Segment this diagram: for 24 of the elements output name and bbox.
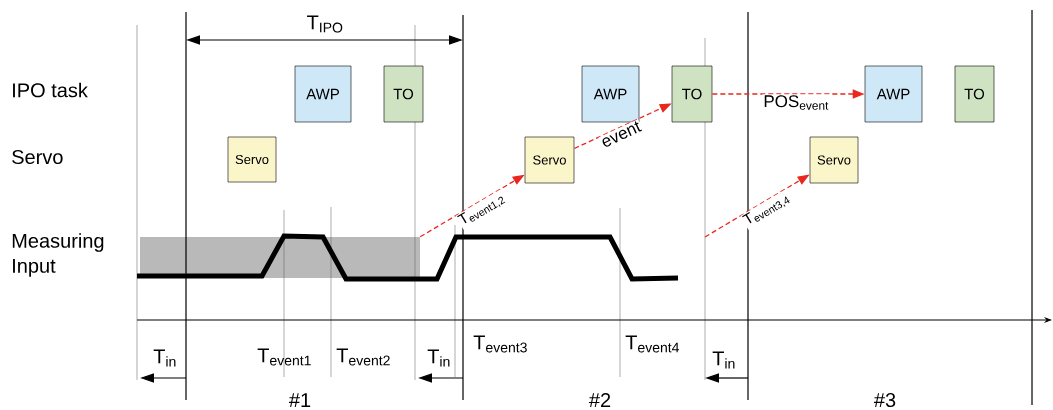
task-box: Servo	[809, 136, 859, 184]
cycle-number: #1	[288, 393, 311, 407]
task-box: AWP	[864, 65, 923, 123]
cycle-number: #2	[589, 393, 611, 407]
dimension-label: T$_{IPO}$	[307, 15, 343, 33]
task-box: Servo	[524, 136, 575, 184]
time-label: T$_{event4}$	[625, 335, 680, 353]
time-label: T$_{in}$	[427, 349, 450, 367]
time-label: T$_{in}$	[712, 351, 735, 369]
row-label: Measuring Input	[12, 233, 104, 277]
task-box: TO	[671, 65, 713, 123]
edge-label: POS$_{event}$	[764, 95, 829, 110]
time-label: T$_{in}$	[153, 349, 176, 367]
task-box: TO	[954, 65, 995, 123]
task-box: Servo	[227, 136, 277, 183]
task-box: AWP	[294, 65, 352, 123]
time-label: T$_{event1}$	[257, 348, 311, 366]
time-label: T$_{event3}$	[473, 335, 527, 353]
row-label: Servo	[12, 149, 63, 165]
cycle-number: #3	[874, 392, 896, 408]
row-label: IPO task	[13, 82, 88, 98]
task-box: TO	[383, 65, 424, 123]
time-label: T$_{event2}$	[336, 348, 390, 366]
edge-label: event	[602, 121, 642, 147]
